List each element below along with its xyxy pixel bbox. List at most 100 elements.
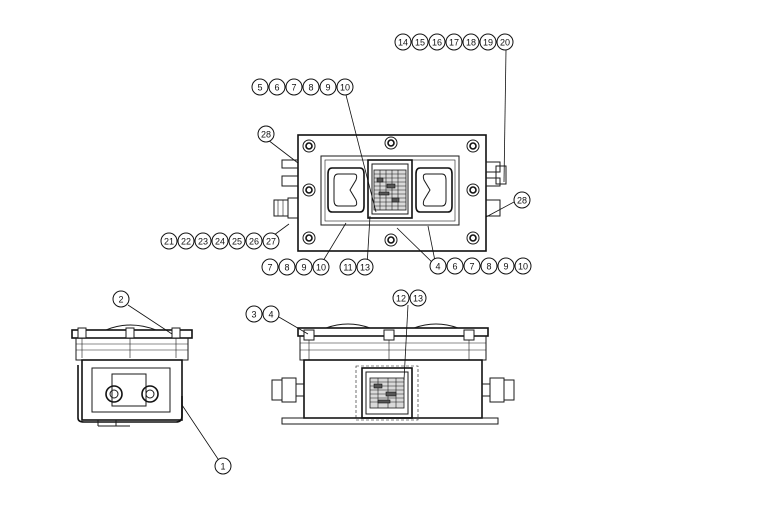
- top-view-right-handle: [415, 167, 453, 213]
- callout-circle: [513, 191, 531, 209]
- callout-circle: [463, 257, 481, 275]
- callout-number: 10: [518, 262, 528, 272]
- callout-circle: [319, 78, 337, 96]
- callout-group-upper-left-28: 28: [257, 125, 275, 143]
- callout-group-left-long-group: 21 22 23 24 25 26 27: [160, 232, 280, 250]
- callout-circle: [245, 305, 263, 323]
- callout-number: 23: [198, 237, 208, 247]
- callout-circle: [445, 33, 463, 51]
- callout-number: 28: [261, 130, 271, 140]
- callout-circle: [211, 232, 229, 250]
- top-view-left-fittings: [273, 159, 299, 219]
- callout-number: 4: [268, 310, 273, 320]
- callout-number: 16: [432, 38, 442, 48]
- callout-circle: [479, 33, 497, 51]
- callout-number: 26: [249, 237, 259, 247]
- callout-number: 28: [517, 196, 527, 206]
- callout-number: 3: [251, 310, 256, 320]
- callout-number: 11: [343, 263, 352, 273]
- callout-circle: [177, 232, 195, 250]
- callout-group-top-left-group: 5 6 7 8 9 10: [251, 78, 354, 96]
- top-view-inner-frame: [320, 155, 460, 226]
- callout-circle: [462, 33, 480, 51]
- callout-circle: [446, 257, 464, 275]
- top-view-right-fittings: [485, 161, 507, 217]
- callout-number: 27: [266, 237, 276, 247]
- callout-circle: [409, 289, 427, 307]
- leader-lines: [127, 49, 515, 466]
- callout-number: 7: [469, 262, 474, 272]
- callout-number: 6: [274, 83, 279, 93]
- callout-circle: [411, 33, 429, 51]
- top-view-outer-plate: [297, 134, 487, 252]
- front-view: [271, 323, 515, 425]
- callout-circle: [261, 258, 279, 276]
- callout-circle: [312, 258, 330, 276]
- callout-circle: [194, 232, 212, 250]
- callout-circle: [160, 232, 178, 250]
- top-view-left-handle: [327, 167, 365, 213]
- callout-number: 12: [396, 294, 406, 304]
- callout-circle: [262, 305, 280, 323]
- side-view: [71, 324, 193, 427]
- callout-circle: [228, 232, 246, 250]
- callout-circle: [392, 289, 410, 307]
- callout-number: 8: [308, 83, 313, 93]
- callout-circle: [268, 78, 286, 96]
- callout-group-bottom-left-group: 7 8 9 10: [261, 258, 330, 276]
- callout-number: 10: [340, 83, 350, 93]
- callout-number: 18: [466, 38, 476, 48]
- callout-number: 24: [215, 237, 225, 247]
- callout-circle: [496, 33, 514, 51]
- callout-number: 2: [118, 295, 123, 305]
- callout-circle: [278, 258, 296, 276]
- callout-circle: [257, 125, 275, 143]
- callout-number: 19: [483, 38, 493, 48]
- top-view-bolts: [302, 136, 480, 247]
- callout-circle: [497, 257, 515, 275]
- top-view-center-module: [367, 159, 413, 219]
- callout-number: 7: [291, 83, 296, 93]
- callout-circle: [339, 258, 357, 276]
- callout-number: 7: [267, 263, 272, 273]
- callout-number: 21: [164, 237, 174, 247]
- callout-number: 8: [486, 262, 491, 272]
- callout-number: 8: [284, 263, 289, 273]
- callout-circle: [251, 78, 269, 96]
- callout-circle: [262, 232, 280, 250]
- callout-circle: [214, 457, 232, 475]
- callout-circle: [285, 78, 303, 96]
- callout-number: 6: [452, 262, 457, 272]
- callout-circle: [112, 290, 130, 308]
- callout-number: 13: [413, 294, 423, 304]
- callout-number: 9: [301, 263, 306, 273]
- callout-number: 22: [181, 237, 191, 247]
- callout-number: 13: [360, 263, 370, 273]
- callout-group-side-view-1: 1: [214, 457, 232, 475]
- callout-circle: [480, 257, 498, 275]
- callout-group-side-view-2: 2: [112, 290, 130, 308]
- callout-group-right-28: 28: [513, 191, 531, 209]
- callout-circle: [356, 258, 374, 276]
- callout-number: 5: [257, 83, 262, 93]
- callout-circle: [429, 257, 447, 275]
- callout-number: 10: [316, 263, 326, 273]
- callout-number: 15: [415, 38, 425, 48]
- callout-circle: [394, 33, 412, 51]
- callout-number: 14: [398, 38, 408, 48]
- callout-circle: [514, 257, 532, 275]
- callout-number: 1: [220, 462, 225, 472]
- callout-number: 25: [232, 237, 242, 247]
- top-view: [273, 134, 507, 252]
- callout-number: 20: [500, 38, 510, 48]
- callout-number: 9: [503, 262, 508, 272]
- callout-number: 9: [325, 83, 330, 93]
- callout-circle: [336, 78, 354, 96]
- callout-group-bottom-mid-group: 11 13: [339, 258, 374, 276]
- callout-circle: [302, 78, 320, 96]
